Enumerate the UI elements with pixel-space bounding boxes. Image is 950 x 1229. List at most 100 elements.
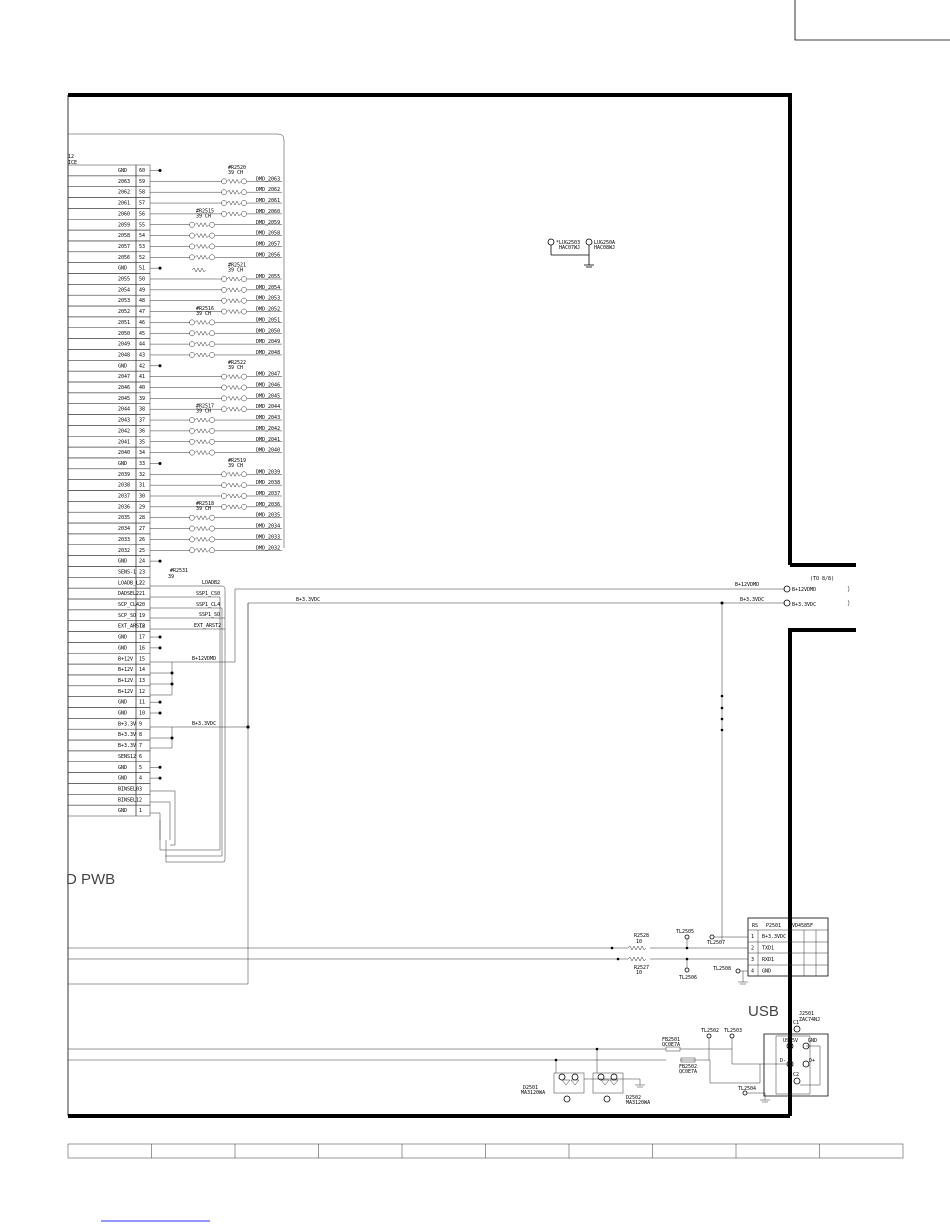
pin-name: 2036 <box>118 504 130 510</box>
pin-number: 12 <box>139 689 145 695</box>
pin-number: 58 <box>139 190 145 196</box>
pin-name: DADSEL2 <box>118 591 139 597</box>
pin-number: 15 <box>139 656 145 662</box>
rnet-value: 39 CH <box>196 409 211 415</box>
tl2504-label: TL2504 <box>738 1086 756 1092</box>
b33vdc-label-right: B+3.3VDC <box>740 597 764 603</box>
pin-name: EXT_ARST2 <box>118 624 145 630</box>
lug-a-ref: *LUG2503 <box>556 240 580 246</box>
pin-name: 2046 <box>118 385 130 391</box>
pin-number: 26 <box>139 537 145 543</box>
pin-number: 24 <box>139 559 145 565</box>
border-right-lower <box>788 628 856 1116</box>
dmd-label: DMD_2036 <box>256 502 280 508</box>
dmd-label: DMD_2046 <box>256 383 280 389</box>
r2531-ref: #R2531 <box>170 568 188 574</box>
rs-pin-name: RXD1 <box>762 957 774 963</box>
dmd-label: DMD_2051 <box>256 317 280 323</box>
ssp1-so-label: SSP1_SO <box>199 612 220 618</box>
pin-number: 14 <box>139 667 145 673</box>
pin-name: 2054 <box>118 287 130 293</box>
rnet-ref: #R2519 <box>228 458 246 464</box>
r2528-ref: R2528 <box>634 933 649 939</box>
dmd-label: DMD_2050 <box>256 328 280 334</box>
pin-name: 2051 <box>118 320 130 326</box>
pin-number: 45 <box>139 331 145 337</box>
pin-number: 1 <box>139 808 142 814</box>
rnet-value: 39 CH <box>228 365 243 371</box>
pin-name: 2052 <box>118 309 130 315</box>
fb2502-part: QC0E7A <box>679 1069 697 1075</box>
dmd-label: DMD_2033 <box>256 534 280 540</box>
pin-number: 28 <box>139 515 145 521</box>
junction-dot <box>158 461 162 465</box>
dmd-label: DMD_2060 <box>256 209 280 215</box>
pin-number: 10 <box>139 711 145 717</box>
dmd-label: DMD_2052 <box>256 307 280 313</box>
junction-dot <box>158 711 162 715</box>
rnet-value: 39 CH <box>196 213 211 219</box>
pin-name: LOADB_L2 <box>118 580 142 586</box>
connector-header-1: 12 <box>68 154 74 160</box>
pin-number: 11 <box>139 700 145 706</box>
dmd-label: DMD_2034 <box>256 524 280 530</box>
conn-b33vdc: B+3.3VDC <box>792 602 816 608</box>
pin-number: 49 <box>139 287 145 293</box>
d2501-part: MA3120WA <box>521 1090 545 1096</box>
pin-name: GND <box>118 363 127 369</box>
pin-name: 2034 <box>118 526 130 532</box>
usb-title: USB <box>748 1003 779 1020</box>
rnet-ref: #R2520 <box>228 165 246 171</box>
usb-pin-c2: C2 <box>793 1072 799 1078</box>
rnet-value: 39 CH <box>196 311 211 317</box>
bottom-grid <box>67 1143 904 1159</box>
pin-name: 2049 <box>118 342 130 348</box>
dmd-label: DMD_2058 <box>256 231 280 237</box>
fb2501-part: QC0E7A <box>662 1042 680 1048</box>
pin-number: 33 <box>139 461 145 467</box>
resistor-network: #R2520 39 CH <box>150 165 282 217</box>
rs-pin-name: GND <box>762 969 771 975</box>
pin-name: 2053 <box>118 298 130 304</box>
usb-connector: USB J2501 ZAC74NJ USB5V GND D- D+ C1 C2 … <box>68 1003 829 1106</box>
dmd-label: DMD_2045 <box>256 393 280 399</box>
pin-number: 51 <box>139 266 145 272</box>
dmd-label: DMD_2063 <box>256 176 280 182</box>
r2528-val: 10 <box>636 939 642 945</box>
signal-wiring: #R2531 39 LOADB2 SSP1_CS0 SSP1_CL4 SSP1_… <box>68 568 850 985</box>
rs-pin-name: B+3.3VDC <box>762 934 786 940</box>
pin-number: 16 <box>139 645 145 651</box>
pin-name: 2038 <box>118 483 130 489</box>
pin-name: GND <box>118 711 127 717</box>
rs-pin-number: 1 <box>751 934 754 940</box>
dmd-label: DMD_2054 <box>256 285 280 291</box>
pin-name: 2045 <box>118 396 130 402</box>
dmd-label: DMD_2061 <box>256 198 280 204</box>
pin-number: 57 <box>139 201 145 207</box>
pin-number: 55 <box>139 222 145 228</box>
